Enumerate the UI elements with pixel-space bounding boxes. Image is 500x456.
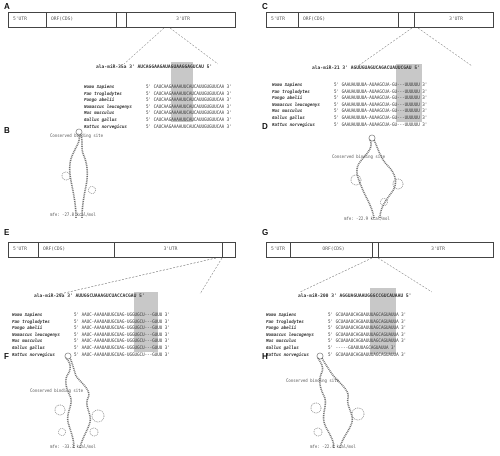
panel-e: E 5'UTR ORF(CDS) 3'UTR ala-miR-29a 3' AU… [4, 228, 240, 452]
zoom-lines [59, 257, 223, 295]
panel-a: A 5'UTR ORF(CDS) 3'UTR ala-miR-35a 3' AU… [4, 2, 240, 226]
hairpin-top-label: Conserved binding site [30, 388, 83, 393]
segment-5utr: 5'UTR [267, 243, 291, 257]
panel-c: C 5'UTR ORF(CDS) 3'UTR ala-miR-21 3' AGU… [262, 2, 498, 226]
hairpin-top-label: Conserved binding site [50, 133, 103, 138]
segment-divider [399, 13, 415, 27]
segment-3utr: 3'UTR [176, 17, 190, 22]
panel-label-g: G [262, 228, 269, 237]
hairpin-structure [350, 134, 404, 219]
segment-5utr: 5'UTR [267, 13, 299, 27]
hairpin-top-label: Conserved binding site [332, 154, 385, 159]
panel-label-a: A [4, 2, 10, 11]
transcript-bar: 5'UTR ORF(CDS) 3'UTR [266, 242, 494, 258]
segment-3utr: 3'UTR [449, 17, 463, 22]
transcript-bar: 5'UTR ORF(CDS) 3'UTR [266, 12, 494, 28]
hairpin-structure [310, 352, 365, 449]
segment-3utr: 3'UTR [431, 247, 445, 252]
panel-label-f: F [4, 352, 9, 361]
hairpin-mfe-label: mfe: -22.4 kcal/mol [310, 444, 356, 449]
segment-orf: ORF(CDS) [47, 13, 117, 27]
segment-orf: ORF(CDS) [291, 243, 373, 257]
segment-5utr: 5'UTR [9, 243, 39, 257]
zoom-lines [357, 27, 473, 67]
panel-g: G 5'UTR ORF(CDS) 3'UTR ala-miR-200 3' AG… [262, 228, 498, 452]
binding-site-highlight [396, 64, 422, 122]
panel-label-d: D [262, 122, 268, 131]
mirna-sequence: ala-miR-29a 3' AUUGGCUAAAGUCUACCACGAU 5' [34, 294, 145, 299]
hairpin-structure [61, 128, 96, 219]
transcript-bar: 5'UTR ORF(CDS) 3'UTR [8, 242, 236, 258]
hairpin-mfe-label: mfe: -33.3 kcal/mol [50, 444, 96, 449]
hairpin-mfe-label: mfe: -27.8 kcal/mol [50, 212, 96, 217]
hairpin-top-label: Conserved binding site [286, 378, 339, 383]
panel-label-b: B [4, 126, 10, 135]
binding-site-highlight [370, 288, 396, 354]
mirna-sequence: ala-miR-21 3' AGUUGUAGUCAGACUAUUCGAU 5' [312, 66, 420, 71]
binding-site-highlight [171, 62, 193, 122]
panel-label-e: E [4, 228, 10, 237]
segment-divider [117, 13, 127, 27]
mirna-sequence: ala-miR-200 3' AGGUAGUAAUGGGCCGUCAUAAU 5… [298, 294, 412, 299]
binding-site-highlight [134, 292, 158, 352]
hairpin-mfe-label: mfe: -22.9 kcal/mol [344, 216, 390, 221]
zoom-lines [299, 257, 433, 293]
segment-orf: ORF(CDS) [39, 243, 115, 257]
transcript-bar: 5'UTR ORF(CDS) 3'UTR [8, 12, 236, 28]
segment-orf: ORF(CDS) [299, 13, 399, 27]
hairpin-structure [54, 352, 105, 449]
mirna-sequence: ala-miR-35a 3' AUCAGGAAGAUAGUAAGGAGUCAU … [96, 65, 213, 70]
panel-label-c: C [262, 2, 268, 11]
zoom-lines [123, 27, 219, 65]
segment-5utr: 5'UTR [9, 13, 47, 27]
segment-divider [373, 243, 379, 257]
segment-3utr: 3'UTR [115, 243, 223, 257]
panel-label-h: H [262, 352, 268, 361]
